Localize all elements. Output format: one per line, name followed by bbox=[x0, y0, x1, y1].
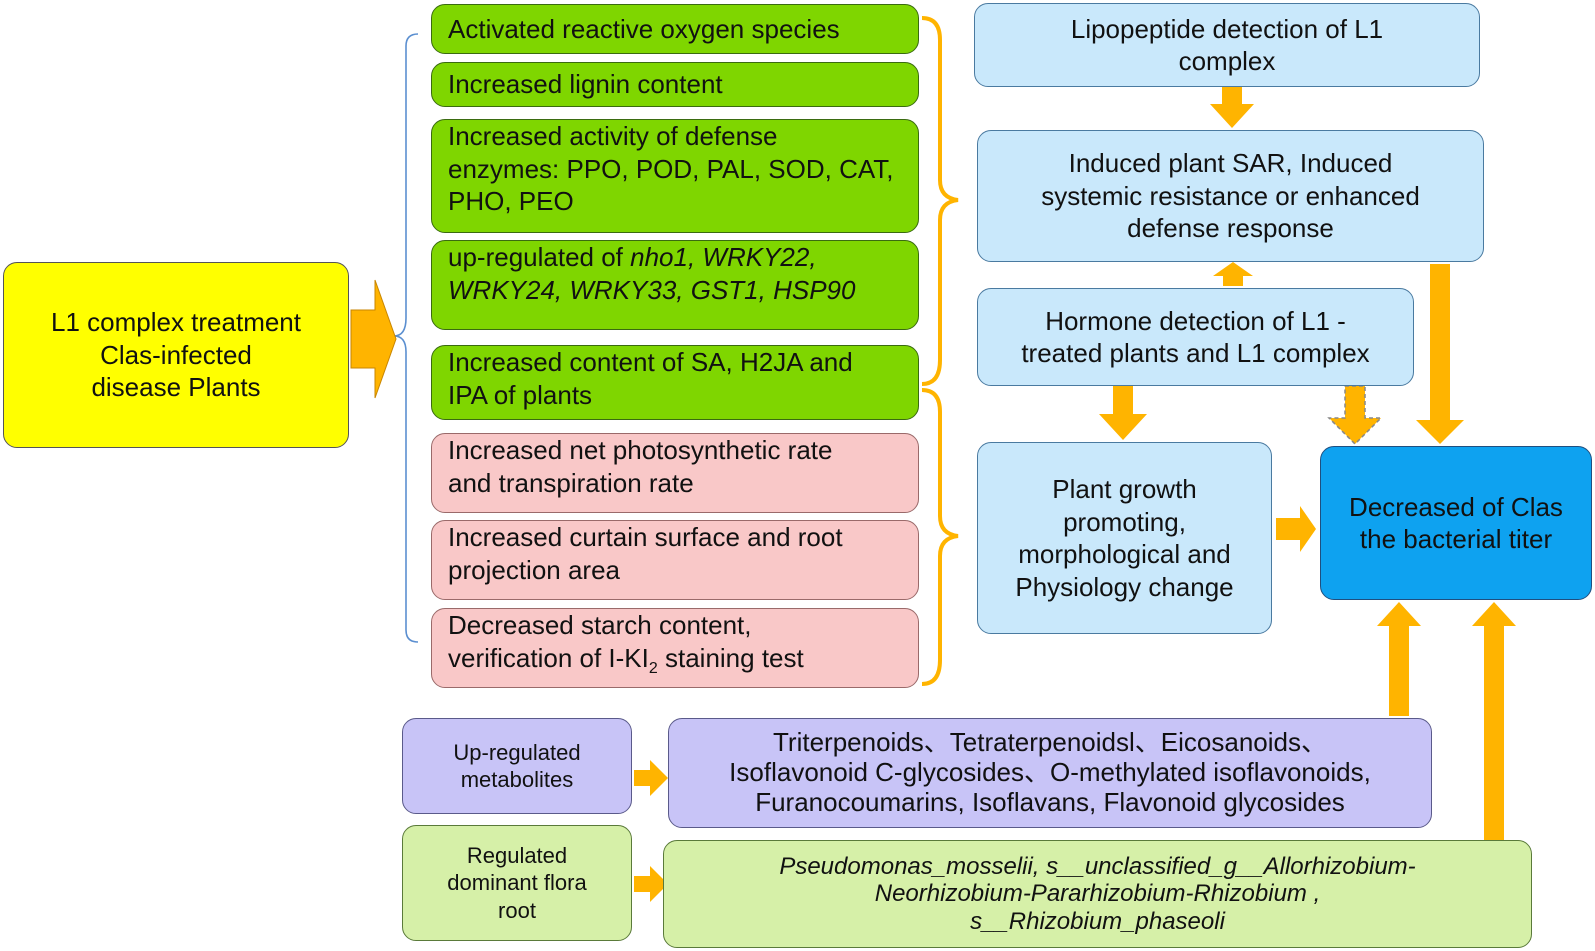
arrow-treatment bbox=[350, 279, 397, 399]
metabolites-list-box: Triterpenoids、Tetraterpenoidsl、Eicosanoi… bbox=[668, 718, 1432, 828]
flora-list-box: Pseudomonas_mosselii, s__unclassified_g_… bbox=[663, 840, 1532, 948]
arrow-hormone-sar bbox=[1213, 262, 1253, 286]
arrow-hormone-outcome-dashed bbox=[1327, 385, 1383, 446]
orange-brace-lower bbox=[921, 388, 959, 686]
arrow-sar-outcome bbox=[1416, 264, 1464, 444]
arrow-lipopeptide-sar bbox=[1210, 87, 1254, 128]
effect-hormones: Increased content of SA, H2JA and IPA of… bbox=[431, 345, 919, 420]
effect-photosynthesis: Increased net photosynthetic rate and tr… bbox=[431, 433, 919, 513]
arrow-flora bbox=[634, 866, 668, 902]
treatment-line: disease Plants bbox=[91, 372, 261, 403]
lipopeptide-detection-box: Lipopeptide detection of L1 complex bbox=[974, 3, 1480, 87]
orange-brace-upper bbox=[921, 16, 959, 386]
effect-ros: Activated reactive oxygen species bbox=[431, 4, 919, 54]
l1-treatment-box: L1 complex treatment Clas-infected disea… bbox=[3, 262, 349, 448]
effect-lignin: Increased lignin content bbox=[431, 62, 919, 107]
plant-growth-box: Plant growth promoting, morphological an… bbox=[977, 442, 1272, 634]
induced-sar-box: Induced plant SAR, Induced systemic resi… bbox=[977, 130, 1484, 262]
effect-genes: up-regulated of nho1, WRKY22, WRKY24, WR… bbox=[431, 240, 919, 330]
effect-enzymes: Increased activity of defense enzymes: P… bbox=[431, 119, 919, 233]
arrow-growth-outcome bbox=[1276, 506, 1316, 552]
decreased-titer-box: Decreased of Clas the bacterial titer bbox=[1320, 446, 1592, 600]
metabolites-label-box: Up-regulated metabolites bbox=[402, 718, 632, 814]
blue-brace bbox=[393, 33, 419, 643]
treatment-line: L1 complex treatment bbox=[50, 307, 301, 338]
effect-root-area: Increased curtain surface and root proje… bbox=[431, 520, 919, 600]
arrow-hormone-growth bbox=[1099, 386, 1147, 440]
hormone-detection-box: Hormone detection of L1 - treated plants… bbox=[977, 288, 1414, 386]
flora-label-box: Regulated dominant flora root bbox=[402, 825, 632, 941]
arrow-metabolites bbox=[634, 760, 668, 796]
arrow-metabolites-outcome bbox=[1377, 602, 1421, 716]
treatment-line: Clas-infected bbox=[100, 339, 252, 370]
arrow-flora-outcome bbox=[1472, 602, 1516, 840]
effect-starch: Decreased starch content, verification o… bbox=[431, 608, 919, 688]
